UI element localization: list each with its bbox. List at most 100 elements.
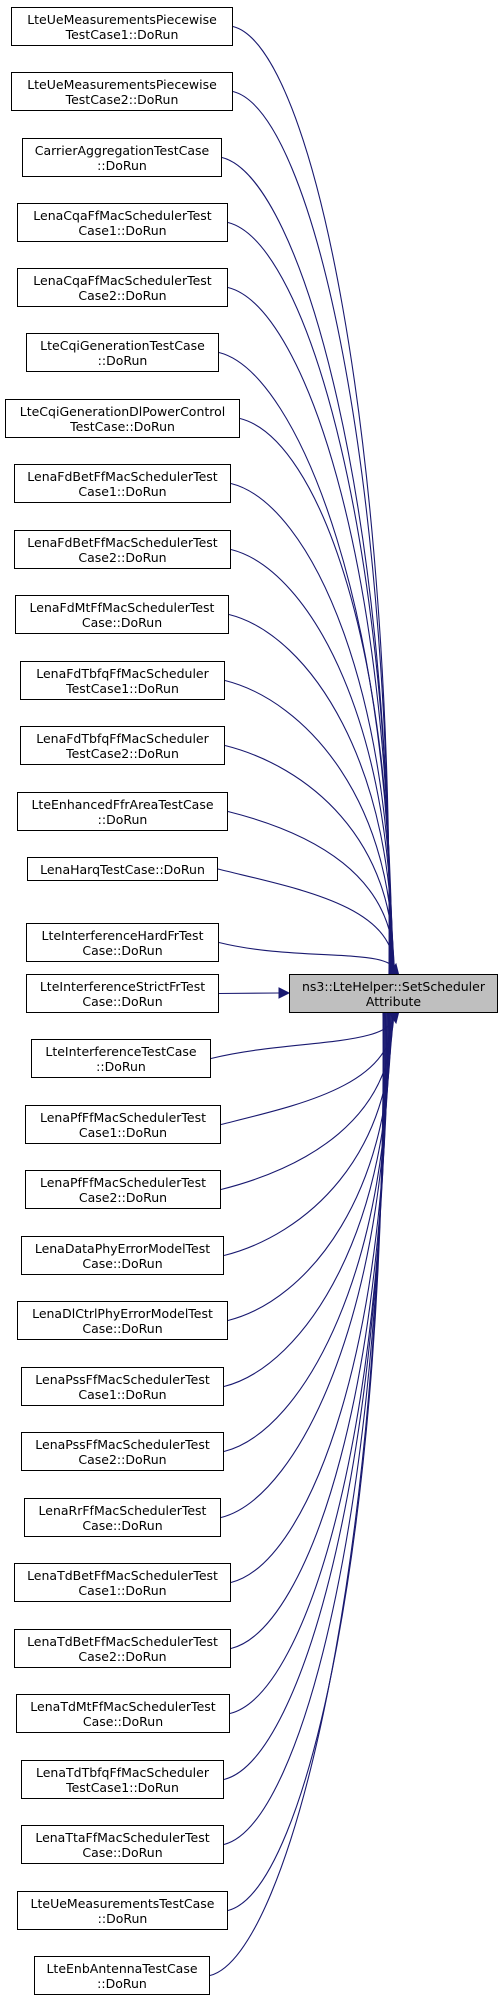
caller-node[interactable]: LenaHarqTestCase::DoRun [27,857,218,881]
caller-node[interactable]: LteUeMeasurementsTestCase::DoRun [17,1891,228,1930]
call-edge [230,482,393,975]
call-edge [223,1011,385,1846]
caller-label-line1: LenaFdBetFfMacSchedulerTest [27,468,218,484]
call-edge [227,810,395,975]
caller-label-line2: ::DoRun [97,1910,148,1926]
caller-label-line1: LenaFdTbfqFfMacScheduler [36,730,209,746]
caller-label-line2: Case2::DoRun [78,549,167,565]
call-edge [227,286,392,975]
call-edge [232,25,390,975]
caller-label-line2: Case::DoRun [82,1713,164,1729]
call-edge [221,156,391,975]
caller-label-line1: LenaCqaFfMacSchedulerTest [33,207,212,223]
caller-label-line1: LteEnhancedFfrAreaTestCase [31,796,214,812]
target-label-line1: ns3::LteHelper::SetScheduler [301,978,485,994]
caller-label-line1: LteCqiGenerationTestCase [40,337,205,353]
caller-label-line2: TestCase2::DoRun [65,91,179,107]
caller-label-line2: Case1::DoRun [78,1386,167,1402]
call-edge [218,351,392,975]
call-edge [230,548,393,975]
caller-label-line1: LteInterferenceHardFrTest [41,927,204,943]
call-edge [210,1011,395,1060]
call-edge [229,1011,387,1715]
target-node[interactable]: ns3::LteHelper::SetScheduler Attribute [289,974,498,1013]
caller-label-line1: LteUeMeasurementsPiecewise [27,11,217,27]
call-edge [218,992,280,995]
caller-label-line2: Case::DoRun [82,1320,163,1336]
call-edge [239,417,392,975]
caller-label-line2: ::DoRun [96,1058,146,1074]
caller-label-line2: Case1::DoRun [78,222,167,238]
call-edge [209,1011,384,1977]
caller-label-line1: LteUeMeasurementsTestCase [30,1895,215,1911]
caller-label-line2: ::DoRun [97,811,148,827]
call-edge [232,90,390,975]
caller-label-line1: LenaTdMtFfMacSchedulerTest [30,1698,216,1714]
caller-label-line1: LenaFdBetFfMacSchedulerTest [27,534,218,550]
caller-node[interactable]: LteInterferenceTestCase::DoRun [31,1039,211,1078]
caller-label-line1: LenaDataPhyErrorModelTest [34,1240,211,1256]
caller-label-line2: TestCase1::DoRun [66,1779,179,1795]
caller-node[interactable]: LteEnbAntennaTestCase::DoRun [34,1956,210,1995]
caller-label-line1: LteUeMeasurementsPiecewise [27,76,217,92]
caller-label-line2: ::DoRun [97,157,147,173]
call-edge [227,221,391,975]
caller-node[interactable]: LteCqiGenerationTestCase::DoRun [26,333,219,372]
caller-label-line1: LenaTdBetFfMacSchedulerTest [27,1633,218,1649]
caller-label-line2: TestCase::DoRun [70,418,175,434]
caller-label-line2: Case2::DoRun [78,1648,167,1664]
target-label-line2: Attribute [365,993,422,1009]
caller-label-line2: Case::DoRun [82,1255,163,1271]
caller-label-line1: LenaTtaFfMacSchedulerTest [35,1829,210,1845]
caller-label-line1: LenaPfFfMacSchedulerTest [39,1174,207,1190]
call-edge [223,1011,391,1388]
caller-label-line1: LenaPssFfMacSchedulerTest [35,1371,210,1387]
caller-label-line1: LteInterferenceStrictFrTest [39,978,206,994]
caller-label-line2: Case2::DoRun [78,1189,168,1205]
call-edge [217,868,395,975]
caller-node[interactable]: LteEnhancedFfrAreaTestCase::DoRun [17,792,228,831]
caller-label-line2: Case1::DoRun [78,1582,167,1598]
caller-label-line2: Case2::DoRun [78,287,167,303]
call-edge [224,679,394,975]
caller-label-line2: Case1::DoRun [78,483,167,499]
caller-label-line1: LenaHarqTestCase::DoRun [40,861,205,877]
call-edge [230,1011,388,1584]
caller-label-line2: Case::DoRun [82,993,163,1009]
caller-label-line1: LenaCqaFfMacSchedulerTest [33,272,212,288]
arrowhead [278,987,291,999]
call-edge [227,1011,384,1912]
caller-label-line1: LenaFdMtFfMacSchedulerTest [29,599,215,615]
call-edge [228,613,394,975]
caller-label-line1: LenaPfFfMacSchedulerTest [39,1109,207,1125]
caller-label-line1: LteEnbAntennaTestCase [46,1960,198,1976]
caller-label-line1: LenaFdTbfqFfMacScheduler [36,665,209,681]
caller-node[interactable]: CarrierAggregationTestCase::DoRun [22,138,222,177]
caller-label-line2: TestCase1::DoRun [66,680,179,696]
